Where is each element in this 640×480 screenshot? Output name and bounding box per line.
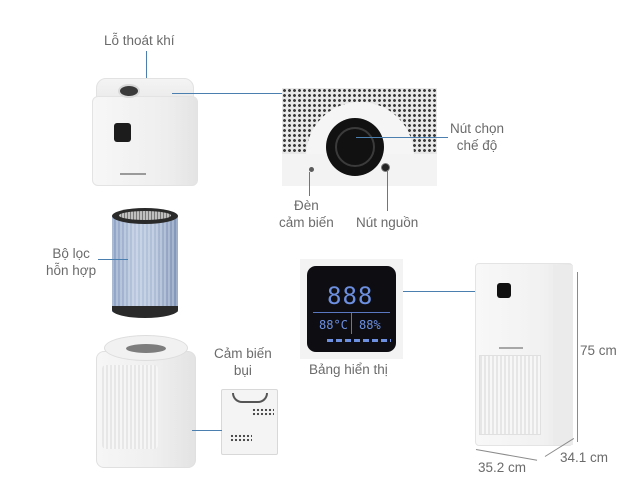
display-panel-label: Bảng hiển thị	[309, 362, 388, 377]
humidity-reading: 88%	[359, 318, 381, 332]
height-dimension-line	[577, 272, 578, 442]
dust-sensor-label: Cảm biến bụi	[214, 346, 272, 378]
display-panel-image: 888 88°C 88%	[300, 259, 403, 359]
control-panel-closeup-image	[282, 88, 437, 186]
temperature-reading: 88°C	[319, 318, 348, 332]
mode-button-label: Nút chọn chế độ	[450, 121, 505, 153]
mode-dial	[326, 118, 384, 176]
mode-button-leader-line	[356, 137, 448, 138]
power-button-leader-line	[387, 170, 388, 211]
display-leader-line	[403, 291, 500, 292]
power-button-label: Nút nguồn	[356, 215, 419, 230]
intake-grill	[479, 355, 541, 435]
unit-brand-logo	[499, 347, 523, 349]
brand-logo	[120, 173, 146, 175]
width-dimension-label: 35.2 cm	[478, 460, 527, 475]
purifier-top-unit-image	[92, 78, 198, 186]
top-to-closeup-leader-line	[172, 93, 284, 94]
front-screen	[114, 123, 131, 142]
purifier-full-unit-image	[475, 263, 573, 450]
filter-leader-line	[98, 259, 128, 260]
air-outlet-label: Lỗ thoát khí	[104, 33, 175, 48]
top-knob	[118, 84, 140, 98]
power-button-icon	[381, 163, 390, 172]
sensor-light-leader-line	[309, 172, 310, 196]
air-outlet-leader-line	[146, 51, 147, 95]
level-bars	[327, 339, 391, 342]
main-reading: 888	[327, 282, 374, 310]
hybrid-filter-image	[112, 208, 178, 318]
dust-sensor-leader-line	[192, 430, 222, 431]
sensor-light-dot	[309, 167, 314, 172]
depth-dimension-label: 34.1 cm	[560, 450, 609, 465]
height-dimension-label: 75 cm	[580, 343, 617, 358]
filter-label: Bộ lọc hỗn hợp	[46, 246, 97, 278]
unit-screen	[497, 283, 511, 298]
sensor-light-label: Đèn cảm biến	[279, 198, 334, 230]
dust-sensor-image	[221, 389, 278, 455]
purifier-opened-unit-image	[96, 335, 196, 470]
